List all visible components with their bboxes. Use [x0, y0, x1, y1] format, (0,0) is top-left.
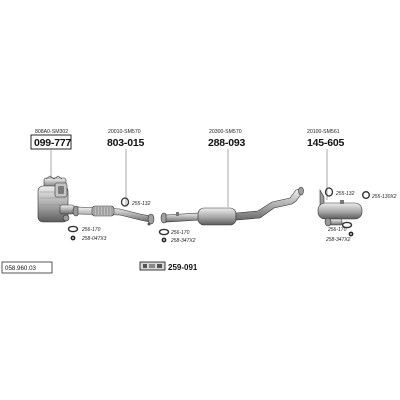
clamp-c-label[interactable]: 255-132: [335, 191, 355, 197]
bolts-a-label[interactable]: 258-047X3: [81, 236, 107, 242]
part-2-oem-code: 20010-SM570: [108, 129, 141, 135]
gasket-icon[interactable]: [67, 225, 79, 233]
part-1-number[interactable]: 099-777: [34, 137, 72, 149]
front-pipe[interactable]: [72, 205, 155, 226]
clamp-a-label[interactable]: 255-132: [131, 201, 151, 207]
gasket-icon[interactable]: [158, 228, 170, 236]
part-3-number[interactable]: 288-093: [208, 137, 246, 149]
gasket-b-label[interactable]: 256-170: [170, 230, 190, 236]
bolt-icon[interactable]: [348, 231, 354, 237]
rear-silencer[interactable]: [317, 188, 363, 227]
gasket-c-label[interactable]: 256-170: [327, 227, 347, 233]
bolt-icon[interactable]: [161, 237, 167, 243]
part-1-number-box: [30, 134, 72, 150]
diagram-ref: 058.960.03: [5, 265, 37, 272]
catalytic-converter[interactable]: [37, 175, 75, 223]
part-4-number[interactable]: 145-605: [307, 137, 345, 149]
part-2-number[interactable]: 803-015: [107, 137, 145, 149]
part-4-oem-code: 20100-SM561: [307, 129, 340, 135]
mounting-kit-icon[interactable]: [139, 261, 166, 271]
gasket-a-label[interactable]: 256-170: [81, 227, 101, 233]
part-3-oem-code: 20300-SM570: [209, 129, 242, 135]
part-1-oem-code: 808A0-SM302: [35, 129, 68, 135]
clamp-icon[interactable]: [120, 197, 130, 207]
leader-lines: [50, 149, 328, 207]
gasket-icon[interactable]: [341, 221, 353, 229]
bolt-icon[interactable]: [70, 235, 76, 241]
kit-number[interactable]: 259-091: [168, 263, 198, 272]
hanger-icon[interactable]: [362, 190, 371, 199]
bolts-b-label[interactable]: 258-347X2: [170, 238, 196, 244]
hanger-label[interactable]: 255-130X2: [371, 194, 397, 200]
bolts-c-label[interactable]: 258-347X2: [325, 237, 351, 243]
centre-pipe-resonator[interactable]: [160, 186, 304, 226]
diagram-ref-box: [1, 261, 53, 274]
clamp-icon[interactable]: [324, 187, 334, 197]
